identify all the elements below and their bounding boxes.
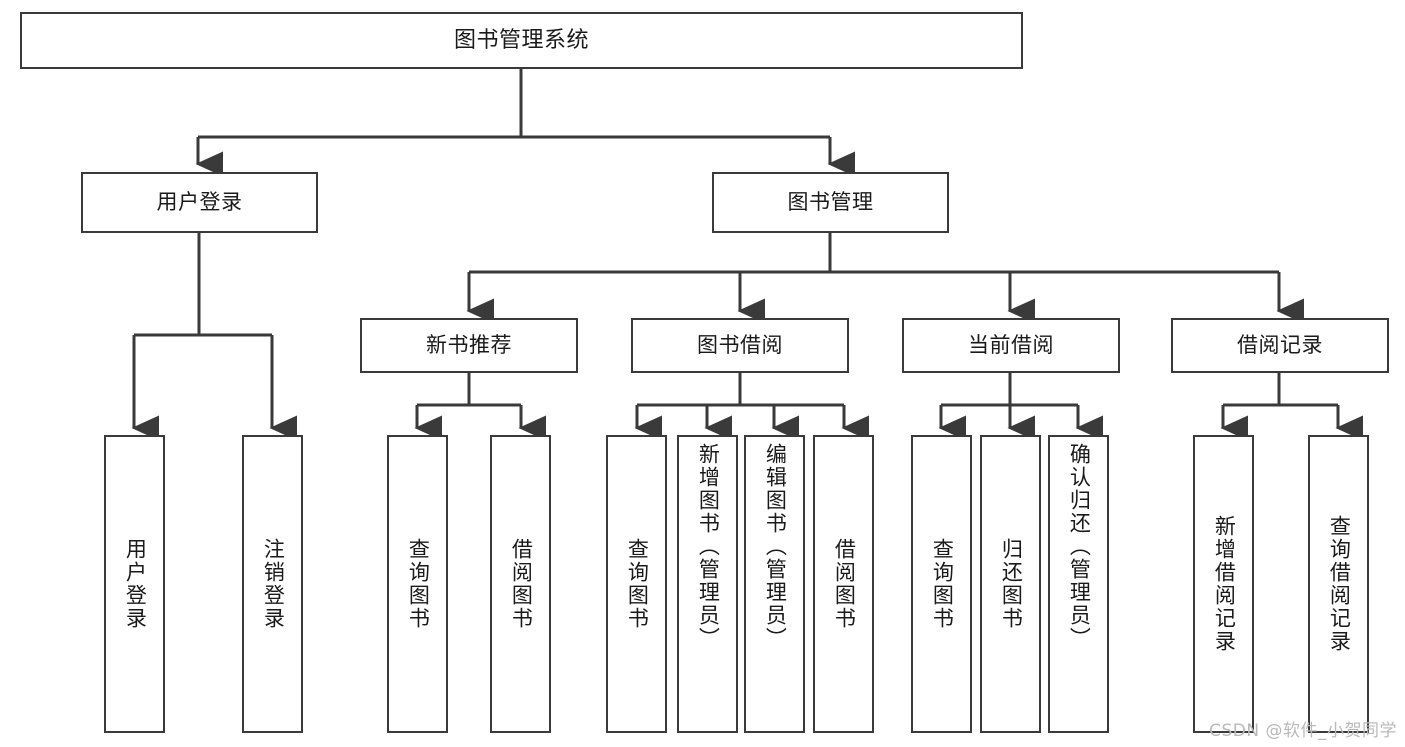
node-leaf-confirm-return-admin[interactable]: 确认归还（管理员） xyxy=(1048,435,1109,733)
node-leaf-return-book[interactable]: 归还图书 xyxy=(980,435,1041,733)
node-label: 借阅记录 xyxy=(1237,333,1323,358)
node-leaf-edit-book-admin[interactable]: 编辑图书（管理员） xyxy=(744,435,805,733)
node-label: 借阅图书 xyxy=(509,538,534,630)
node-label: 用户登录 xyxy=(156,190,243,215)
node-leaf-query-book-current[interactable]: 查询图书 xyxy=(911,435,972,733)
node-label: 查询借阅记录 xyxy=(1327,515,1352,653)
node-label: 注销登录 xyxy=(261,538,286,630)
leaf-text-wrap: 查询借阅记录 xyxy=(1310,437,1367,731)
node-label: 查询图书 xyxy=(406,538,431,630)
node-label: 图书管理 xyxy=(787,190,874,215)
node-label: 新增借阅记录 xyxy=(1212,515,1237,653)
leaf-text-wrap: 新增图书（管理员） xyxy=(679,437,736,737)
node-label: 编辑图书（管理员） xyxy=(763,443,788,650)
leaf-text-wrap: 新增借阅记录 xyxy=(1195,437,1252,731)
node-label: 借阅图书 xyxy=(832,538,857,630)
node-leaf-query-book-recommend[interactable]: 查询图书 xyxy=(387,435,448,733)
node-label: 新增图书（管理员） xyxy=(696,443,721,650)
leaf-text-wrap: 借阅图书 xyxy=(492,437,549,731)
node-label: 用户登录 xyxy=(123,538,148,630)
leaf-text-wrap: 查询图书 xyxy=(389,437,446,731)
node-leaf-borrow-book[interactable]: 借阅图书 xyxy=(813,435,874,733)
node-leaf-logout[interactable]: 注销登录 xyxy=(242,435,303,733)
node-label: 图书管理系统 xyxy=(453,27,589,53)
node-book-borrow[interactable]: 图书借阅 xyxy=(631,318,849,373)
node-leaf-add-borrow-record[interactable]: 新增借阅记录 xyxy=(1193,435,1254,733)
leaf-text-wrap: 查询图书 xyxy=(608,437,665,731)
node-label: 新书推荐 xyxy=(426,333,512,358)
node-label: 图书借阅 xyxy=(697,333,783,358)
node-borrow-record[interactable]: 借阅记录 xyxy=(1171,318,1389,373)
node-root-system[interactable]: 图书管理系统 xyxy=(20,12,1023,69)
node-leaf-query-book-borrow[interactable]: 查询图书 xyxy=(606,435,667,733)
node-label: 查询图书 xyxy=(625,538,650,630)
node-label: 归还图书 xyxy=(999,538,1024,630)
node-leaf-user-login[interactable]: 用户登录 xyxy=(104,435,165,733)
watermark-text: CSDN @软件_小贺同学 xyxy=(1209,721,1397,741)
node-label: 查询图书 xyxy=(930,538,955,630)
leaf-text-wrap: 编辑图书（管理员） xyxy=(746,437,803,737)
leaf-text-wrap: 确认归还（管理员） xyxy=(1050,437,1107,737)
node-user-login[interactable]: 用户登录 xyxy=(81,172,318,233)
leaf-text-wrap: 借阅图书 xyxy=(815,437,872,731)
node-leaf-borrow-book-recommend[interactable]: 借阅图书 xyxy=(490,435,551,733)
leaf-text-wrap: 注销登录 xyxy=(244,437,301,731)
leaf-text-wrap: 用户登录 xyxy=(106,437,163,731)
node-label: 当前借阅 xyxy=(968,333,1054,358)
leaf-text-wrap: 归还图书 xyxy=(982,437,1039,731)
node-leaf-query-borrow-record[interactable]: 查询借阅记录 xyxy=(1308,435,1369,733)
node-new-book-recommend[interactable]: 新书推荐 xyxy=(360,318,578,373)
leaf-text-wrap: 查询图书 xyxy=(913,437,970,731)
node-label: 确认归还（管理员） xyxy=(1067,443,1092,650)
node-book-management[interactable]: 图书管理 xyxy=(712,172,949,233)
node-leaf-add-book-admin[interactable]: 新增图书（管理员） xyxy=(677,435,738,733)
node-current-borrow[interactable]: 当前借阅 xyxy=(902,318,1120,373)
